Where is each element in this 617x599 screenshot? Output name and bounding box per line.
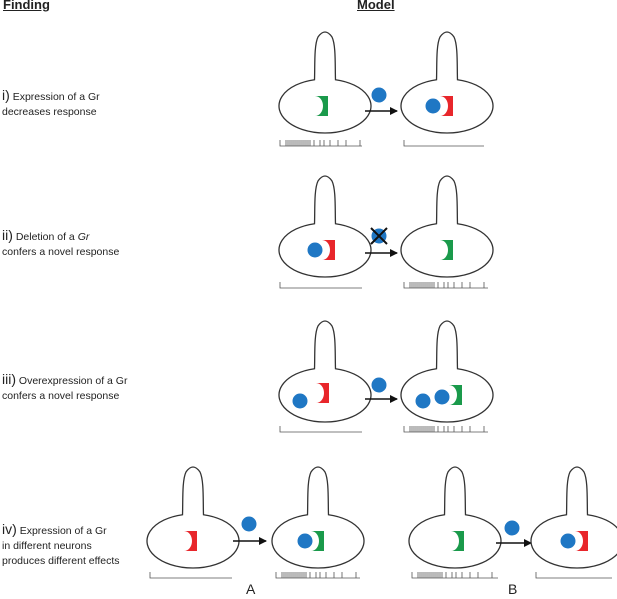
finding-text-line2: decreases response: [2, 106, 97, 118]
receptor-green: [451, 531, 464, 551]
finding-number: ii): [2, 227, 13, 243]
spike-trace: [411, 572, 498, 579]
receptor-red: [575, 531, 588, 551]
finding-number: iii): [2, 371, 16, 387]
neuron-cell: [278, 175, 372, 278]
cross-out-icon: [370, 227, 388, 245]
neuron-cell: [278, 31, 372, 134]
spike-trace: [279, 282, 362, 289]
finding-iv: iv) Expression of a Gr in different neur…: [2, 522, 120, 569]
ligand-circle: [433, 388, 451, 406]
ligand-circle: [306, 241, 324, 259]
finding-text-italic: Gr: [77, 231, 90, 243]
neuron-cell: [146, 466, 240, 569]
finding-iii: iii) Overexpression of a Gr confers a no…: [2, 372, 127, 404]
neuron-cell: [400, 320, 494, 423]
ligand-circle: [559, 532, 577, 550]
ligand-circle: [424, 97, 442, 115]
finding-i: i) Expression of a Gr decreases response: [2, 88, 100, 120]
panel-label-a: A: [246, 581, 256, 597]
receptor-red: [184, 531, 197, 551]
finding-text-line1: Expression of a Gr: [12, 91, 100, 103]
receptor-green: [449, 385, 462, 405]
finding-ii: ii) Deletion of a Gr confers a novel res…: [2, 228, 119, 260]
ligand-circle: [370, 86, 388, 104]
panel-label-b: B: [508, 581, 518, 597]
receptor-green: [440, 240, 453, 260]
ligand-circle: [370, 376, 388, 394]
finding-text-line2: confers a novel response: [2, 390, 120, 402]
receptor-red: [316, 383, 329, 403]
neuron-cell: [278, 320, 372, 423]
spike-trace: [535, 572, 612, 579]
neuron-cell: [400, 31, 494, 134]
neuron-cell: [408, 466, 502, 569]
ligand-circle: [291, 392, 309, 410]
finding-text-line2: in different neurons: [2, 540, 92, 552]
finding-number: i): [2, 87, 10, 103]
receptor-green: [311, 531, 324, 551]
model-header: Model: [357, 0, 395, 12]
receptor-red: [322, 240, 335, 260]
spike-trace: [403, 426, 488, 433]
finding-text-line2: confers a novel response: [2, 246, 120, 258]
spike-trace: [279, 140, 362, 147]
spike-trace: [149, 572, 232, 579]
neuron-cell: [271, 466, 365, 569]
ligand-circle: [240, 515, 258, 533]
ligand-circle: [414, 392, 432, 410]
finding-text-line1: Expression of a Gr: [19, 525, 107, 537]
spike-trace: [403, 282, 488, 289]
receptor-green: [315, 96, 328, 116]
spike-trace: [279, 426, 362, 433]
finding-number: iv): [2, 521, 17, 537]
spike-trace: [275, 572, 360, 579]
finding-text-line3: produces different effects: [2, 555, 120, 567]
neuron-cell: [400, 175, 494, 278]
neuron-cell: [530, 466, 617, 569]
finding-text-line1: Deletion of a: [15, 231, 75, 243]
spike-trace: [403, 140, 484, 147]
finding-text-line1: Overexpression of a Gr: [18, 375, 128, 387]
ligand-circle: [503, 519, 521, 537]
ligand-circle: [296, 532, 314, 550]
finding-header: Finding: [3, 0, 50, 12]
receptor-red: [440, 96, 453, 116]
